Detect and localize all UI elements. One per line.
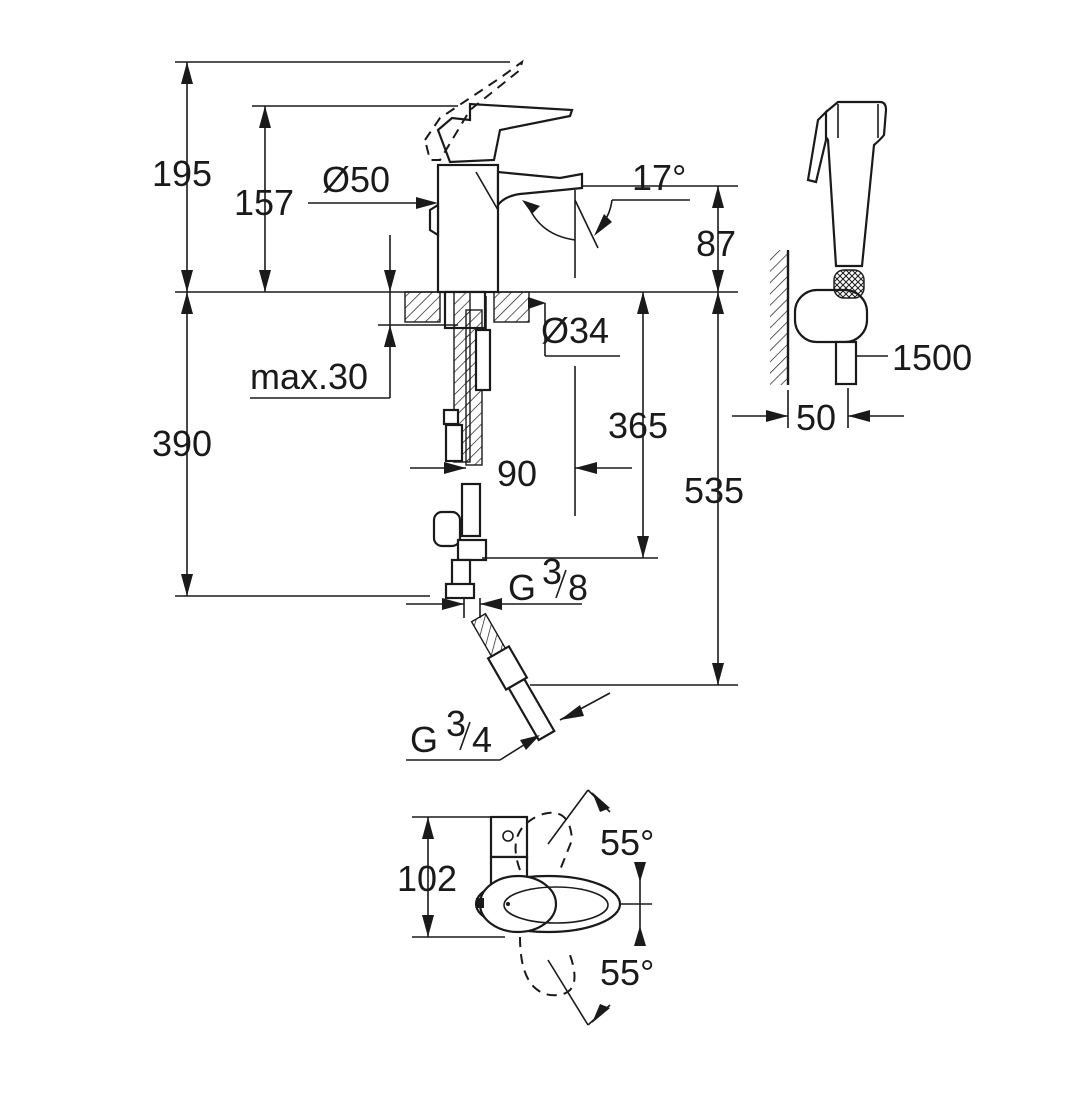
lever-raised-outline — [423, 59, 524, 161]
thread-g38-numerator: 3 — [542, 551, 562, 592]
dim-102: 102 — [397, 858, 457, 899]
dim-157: 157 — [234, 182, 294, 223]
dimension-labels: 195 157 Ø50 17° 87 Ø34 max.30 390 365 90… — [152, 153, 972, 993]
thread-g34-denominator: 4 — [472, 719, 492, 760]
dim-diameter-34: Ø34 — [541, 310, 609, 351]
top-view-spout — [489, 815, 529, 859]
shower-holder — [793, 288, 869, 344]
shower-nozzle — [833, 269, 865, 299]
thread-g34-letter: G — [410, 719, 438, 760]
dim-90: 90 — [497, 453, 537, 494]
faucet-body — [436, 163, 500, 294]
shower-head — [822, 100, 888, 268]
dim-1500: 1500 — [892, 337, 972, 378]
dim-390: 390 — [152, 423, 212, 464]
faucet-spout — [496, 170, 584, 209]
thread-g38-denominator: 8 — [568, 567, 588, 608]
dimension-lines — [175, 61, 738, 761]
lever-handle — [436, 102, 574, 164]
dim-365: 365 — [608, 405, 668, 446]
dim-50: 50 — [796, 397, 836, 438]
hand-shower-view — [732, 100, 904, 428]
dim-angle-55-lower: 55° — [600, 952, 654, 993]
faucet-side-view — [404, 59, 584, 742]
faucet-top-view — [412, 789, 652, 1026]
dim-diameter-50: Ø50 — [322, 159, 390, 200]
shower-trigger — [806, 109, 828, 184]
thread-g34-numerator: 3 — [446, 703, 466, 744]
dim-195: 195 — [152, 153, 212, 194]
thread-g38-letter: G — [508, 567, 536, 608]
dim-87: 87 — [696, 223, 736, 264]
dim-535: 535 — [684, 470, 744, 511]
dim-max30: max.30 — [250, 356, 368, 397]
dim-angle-17: 17° — [632, 157, 686, 198]
dim-angle-55-upper: 55° — [600, 822, 654, 863]
